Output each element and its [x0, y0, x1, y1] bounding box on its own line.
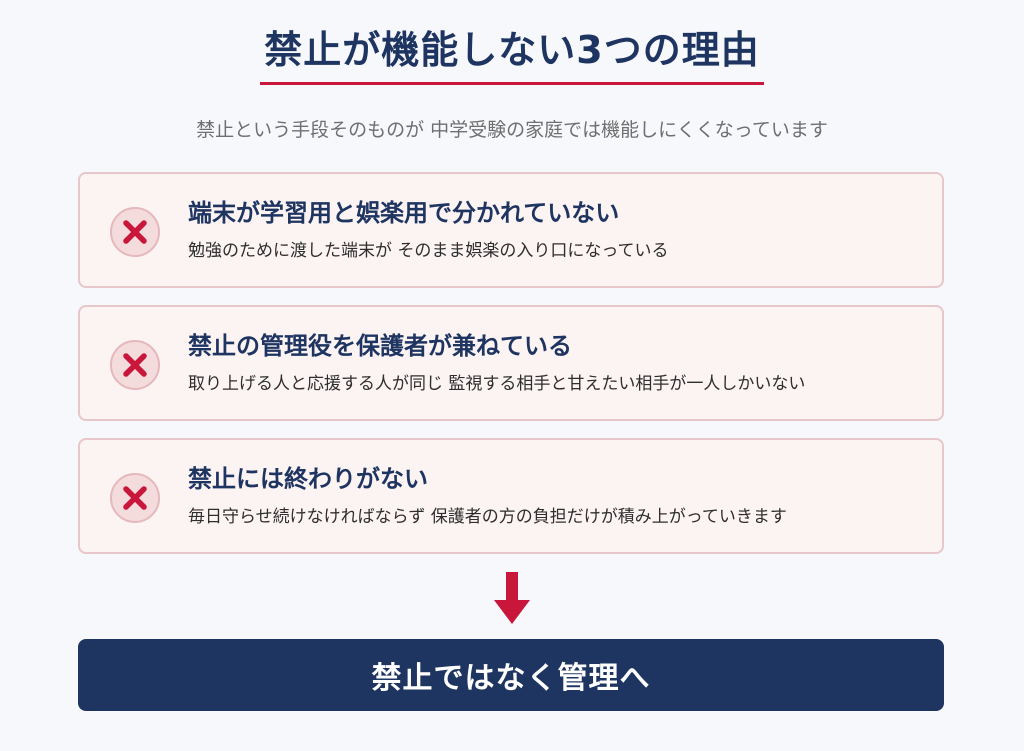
- reason-description: 毎日守らせ続けなければならず 保護者の方の負担だけが積み上がっていきます: [188, 507, 787, 527]
- x-mark-icon: [110, 473, 160, 523]
- conclusion-text: 禁止ではなく管理へ: [371, 661, 651, 696]
- conclusion-banner: 禁止ではなく管理へ: [78, 639, 944, 711]
- arrow-down-icon: [494, 572, 530, 626]
- reason-card: 禁止の管理役を保護者が兼ねている 取り上げる人と応援する人が同じ 監視する相手と…: [78, 305, 944, 421]
- x-mark-icon: [110, 340, 160, 390]
- reason-description: 勉強のために渡した端末が そのまま娯楽の入り口になっている: [188, 241, 669, 261]
- reason-card: 端末が学習用と娯楽用で分かれていない 勉強のために渡した端末が そのまま娯楽の入…: [78, 172, 944, 288]
- title-container: 禁止が機能しない3つの理由: [0, 28, 1024, 85]
- reason-description: 取り上げる人と応援する人が同じ 監視する相手と甘えたい相手が一人しかいない: [188, 374, 806, 394]
- page-title: 禁止が機能しない3つの理由: [260, 28, 764, 85]
- reason-heading: 端末が学習用と娯楽用で分かれていない: [188, 199, 620, 227]
- reason-heading: 禁止の管理役を保護者が兼ねている: [188, 332, 572, 360]
- reason-card: 禁止には終わりがない 毎日守らせ続けなければならず 保護者の方の負担だけが積み上…: [78, 438, 944, 554]
- page-subtitle: 禁止という手段そのものが 中学受験の家庭では機能しにくくなっています: [196, 119, 828, 141]
- reason-heading: 禁止には終わりがない: [188, 465, 428, 493]
- x-mark-icon: [110, 207, 160, 257]
